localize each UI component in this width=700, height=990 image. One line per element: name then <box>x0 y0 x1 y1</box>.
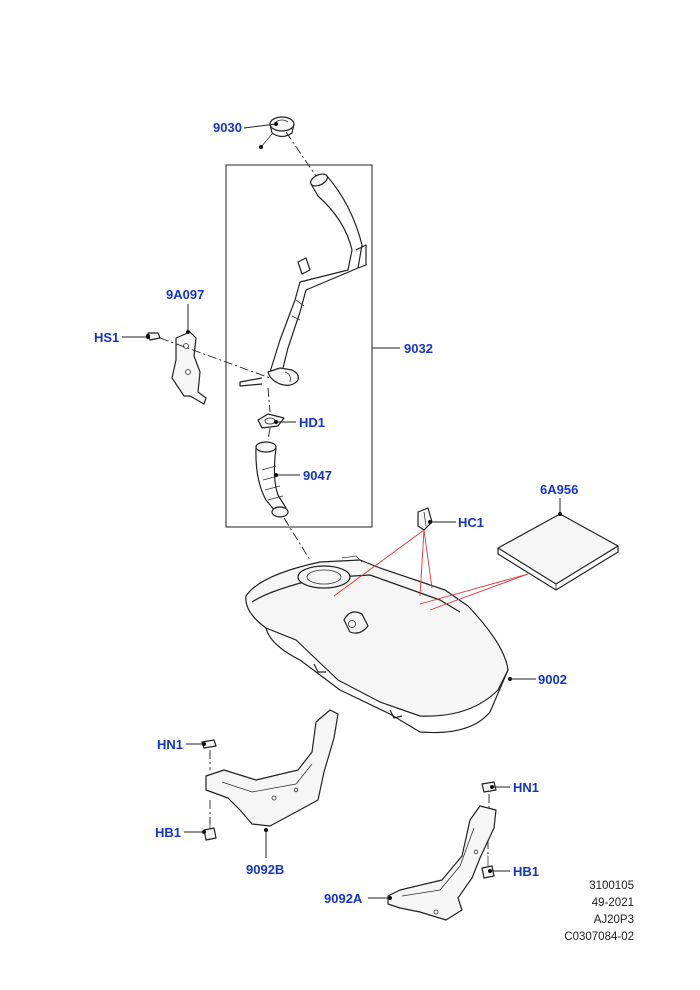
filler-hose <box>255 441 289 518</box>
callout-hd1: HD1 <box>299 415 325 430</box>
reference-line-4: C0307084-02 <box>564 931 634 943</box>
bolt-hb1-left <box>203 820 217 841</box>
nut-hn1-right <box>481 781 497 793</box>
gasket <box>257 413 285 429</box>
heat-shield-pad <box>497 513 619 591</box>
callout-hc1: HC1 <box>458 515 484 530</box>
clip-hc1 <box>417 507 433 531</box>
reference-line-3: AJ20P3 <box>593 914 634 926</box>
bolt-hb1-right <box>481 856 495 879</box>
reference-line-1: 3100105 <box>589 880 634 892</box>
callout-9a097: 9A097 <box>166 287 204 302</box>
callout-9047: 9047 <box>303 468 332 483</box>
callout-hn1-right: HN1 <box>513 780 539 795</box>
callout-9092a: 9092A <box>324 891 363 906</box>
callout-hb1-right: HB1 <box>513 864 539 879</box>
callout-9092b: 9092B <box>246 862 284 877</box>
nut-hn1-left <box>201 739 217 749</box>
fuel-filler-cap <box>259 116 295 149</box>
callout-hn1-left: HN1 <box>157 737 183 752</box>
callout-hb1-left: HB1 <box>155 825 181 840</box>
callout-9032: 9032 <box>404 341 433 356</box>
callout-6a956: 6A956 <box>540 482 578 497</box>
fuel-tank <box>245 555 509 734</box>
filler-pipe-assembly-box <box>225 164 373 528</box>
callout-hs1: HS1 <box>94 330 119 345</box>
filler-neck-pipe <box>239 173 367 387</box>
drawing-reference-block: 3100105 49-2021 AJ20P3 C0307084-02 <box>564 878 634 946</box>
tank-strap-9092a <box>387 805 497 921</box>
callout-9002: 9002 <box>538 672 567 687</box>
callout-9030: 9030 <box>213 120 242 135</box>
tank-strap-9092b <box>205 709 339 827</box>
reference-line-2: 49-2021 <box>591 897 634 909</box>
bracket-9a097 <box>171 331 207 405</box>
